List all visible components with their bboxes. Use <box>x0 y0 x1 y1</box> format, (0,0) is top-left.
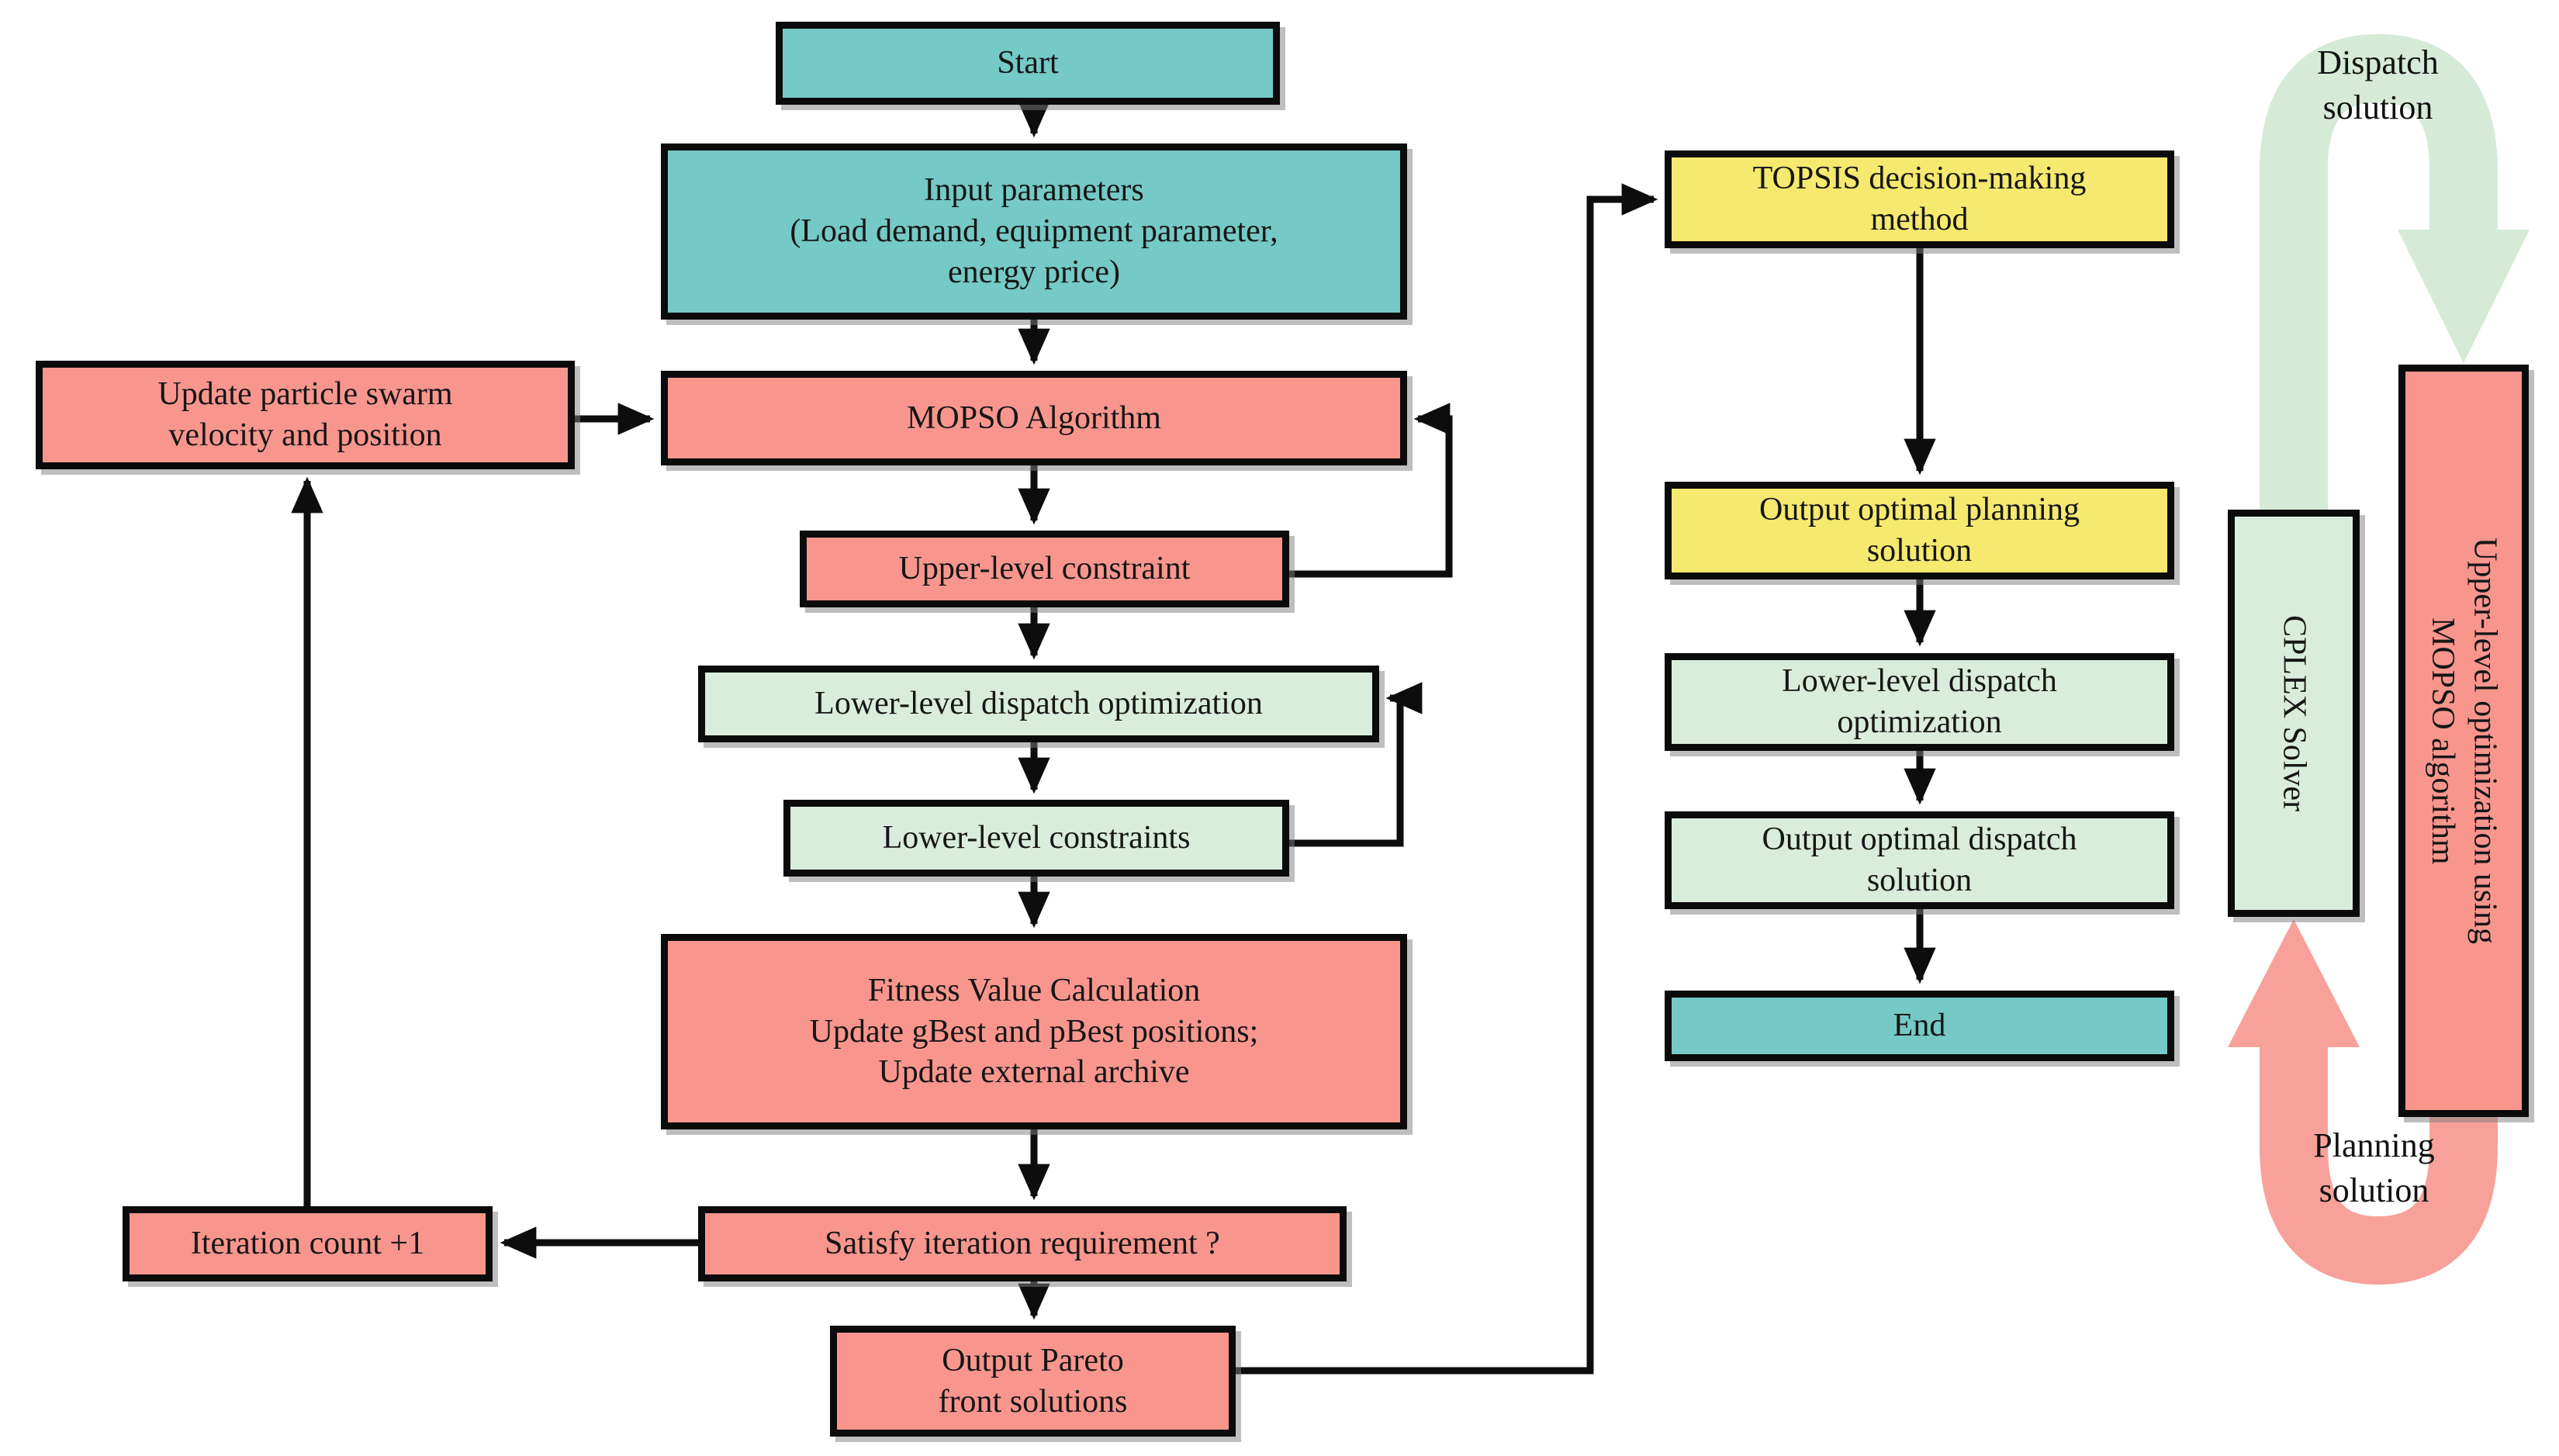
flow-node-label: (Load demand, equipment parameter, <box>790 213 1278 250</box>
flow-node-label: Upper-level optimization using <box>2467 537 2503 945</box>
flow-node-label: End <box>1893 1008 1946 1044</box>
flow-node-label: Lower-level dispatch <box>1782 663 2057 700</box>
flow-node-label: Output optimal planning <box>1759 492 2080 528</box>
flow-node-start: Start <box>776 22 1280 105</box>
flow-node-label: Output optimal dispatch <box>1762 821 2077 858</box>
flow-node-label: Start <box>997 45 1059 81</box>
flow-node-label: optimization <box>1837 704 2002 740</box>
flow-node-label: CPLEX Solver <box>2276 614 2312 812</box>
connector-lower-feedback <box>1289 682 1423 847</box>
flow-node-iteration-count: Iteration count +1 <box>123 1206 493 1281</box>
flow-node-label: Update external archive <box>878 1054 1190 1091</box>
flow-node-lower-level-constraints: Lower-level constraints <box>783 800 1289 877</box>
flow-node-label: MOPSO Algorithm <box>907 399 1161 436</box>
connector-pareto-topsis <box>1236 183 1658 1375</box>
flow-node-label: Input parameters <box>924 172 1144 209</box>
dispatch-solution-label: Dispatch solution <box>2263 40 2492 130</box>
flow-node-label: Update gBest and pBest positions; <box>809 1013 1259 1050</box>
flow-node-label: Satisfy iteration requirement ? <box>825 1226 1220 1262</box>
flow-node-upper-level-constraint: Upper-level constraint <box>800 531 1289 607</box>
flow-node-label: TOPSIS decision-making <box>1752 161 2087 197</box>
flow-node-update-particle-swarm: Update particle swarm velocity and positi… <box>36 361 575 469</box>
flow-node-label: velocity and position <box>168 417 442 453</box>
dispatch-solution-arrow <box>2260 33 2530 512</box>
planning-solution-label: Planning solution <box>2260 1123 2488 1213</box>
flow-node-lower-level-dispatch-optimization: Lower-level dispatch optimization <box>698 666 1379 742</box>
flow-node-label: Lower-level dispatch optimization <box>814 686 1263 722</box>
flow-node-end: End <box>1665 991 2174 1061</box>
flow-node-label: Fitness Value Calculation <box>867 972 1201 1008</box>
flow-node-satisfy-iteration-requirement: Satisfy iteration requirement ? <box>698 1206 1347 1281</box>
flow-node-label: Update particle swarm <box>157 376 453 413</box>
flow-node-output-optimal-dispatch-solution: Output optimal dispatch solution <box>1665 811 2174 909</box>
dispatch-solution-label-line2: solution <box>2322 88 2433 127</box>
flow-node-output-pareto-front-solutions: Output Pareto front solutions <box>830 1326 1236 1437</box>
flow-node-label: method <box>1870 202 1969 237</box>
connector-upper-feedback <box>1289 403 1453 578</box>
flow-node-label: Upper-level constraint <box>898 551 1191 587</box>
flow-node-input-parameters: Input parameters (Load demand, equipment … <box>661 144 1407 320</box>
planning-solution-label-line1: Planning <box>2313 1126 2435 1164</box>
flow-node-label: Output Pareto <box>942 1342 1124 1378</box>
flow-node-label: solution <box>1866 863 1973 898</box>
flow-node-label: energy price) <box>948 254 1120 290</box>
flow-node-cplex-solver: CPLEX Solver <box>2228 510 2360 917</box>
flow-node-label: Iteration count +1 <box>190 1226 425 1262</box>
flow-node-label: Lower-level constraints <box>882 820 1191 856</box>
flow-node-label: front solutions <box>938 1383 1128 1420</box>
flow-node-label: MOPSO algorithm <box>2425 617 2460 865</box>
planning-solution-label-line2: solution <box>2319 1171 2429 1210</box>
flow-node-label: solution <box>1866 533 1973 569</box>
flow-node-output-optimal-planning-solution: Output optimal planning solution <box>1665 482 2174 579</box>
flow-node-mopso-algorithm: MOPSO Algorithm <box>661 371 1407 465</box>
flow-node-lower-level-dispatch-optimization-right: Lower-level dispatch optimization <box>1665 653 2174 751</box>
dispatch-solution-label-line1: Dispatch <box>2317 43 2439 81</box>
planning-solution-arrow <box>2228 919 2498 1285</box>
flow-node-topsis-method: TOPSIS decision-making method <box>1665 150 2174 248</box>
